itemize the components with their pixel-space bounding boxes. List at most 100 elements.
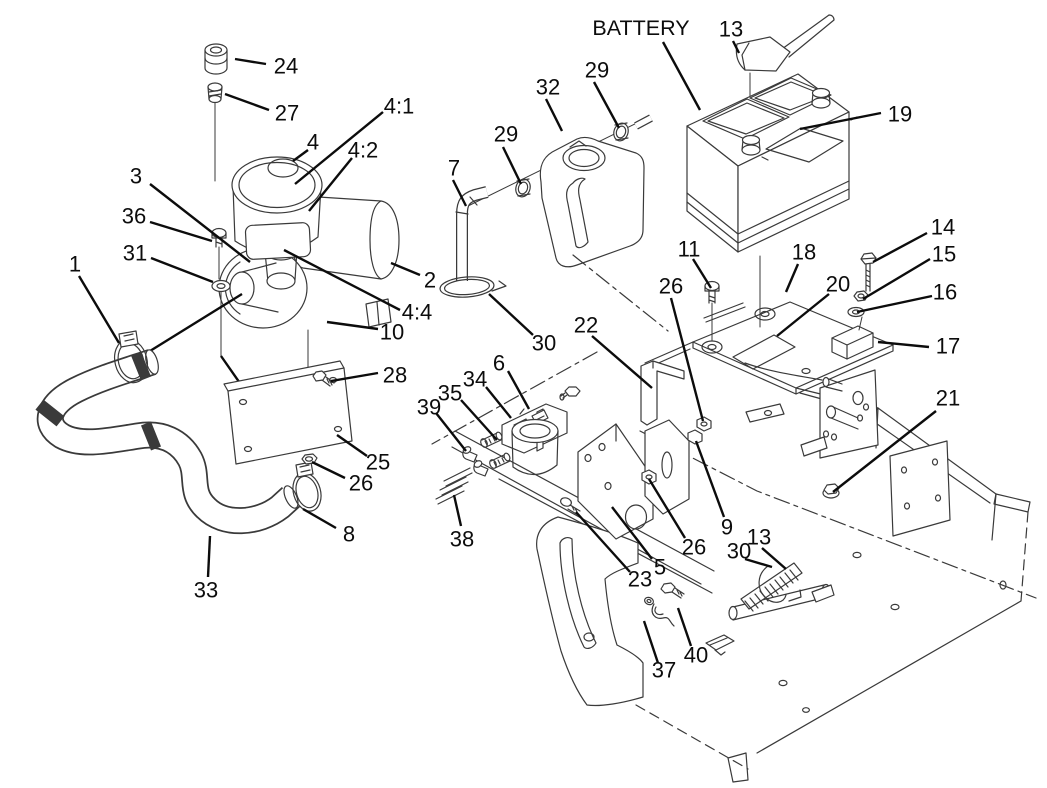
tall-bracket-9 [644,416,712,515]
callout-label-21: 21 [936,386,960,411]
leader-line-34 [485,386,512,419]
callout-label-1: 1 [69,252,81,277]
leader-line-16 [856,294,933,314]
callout-label-4:1: 4:1 [384,94,415,119]
callout-label-4: 4 [307,130,319,155]
inner-plate [889,440,951,537]
pin-bracket [744,362,879,459]
callout-label-37: 37 [652,658,676,683]
hose-barb-fittings-35 [480,431,511,469]
callout-label-8: 8 [343,522,355,547]
battery-tray-18 [692,255,894,395]
leader-line-27 [224,92,270,112]
callout-label-14: 14 [931,215,955,240]
callout-label-19: 19 [888,102,912,127]
flange-nut-21 [822,483,840,499]
leader-line-20 [776,293,830,337]
floor-pan-bracket [536,516,644,707]
leader-line-4:1 [294,111,384,185]
leader-line-25 [336,434,368,457]
leader-line-9 [694,440,726,518]
fuel-pump-6 [431,351,598,476]
leader-line-31 [150,256,214,284]
leader-line-11 [691,258,713,289]
battery-label-area [765,127,844,163]
hose-clamp-29-right [613,122,629,142]
spring-13-clip-30 [728,562,835,621]
callout-label-27: 27 [275,101,299,126]
callout-label-9: 9 [721,515,733,540]
nut-26-mid [641,469,657,485]
callout-label-4:4: 4:4 [402,300,433,325]
callout-label-39: 39 [417,395,441,420]
leader-line-24 [234,57,267,66]
callout-label-40: 40 [684,643,708,668]
battery-cable-13 [735,14,835,128]
hose-33 [35,349,301,535]
leader-line-19 [799,111,882,131]
callout-label-5: 5 [654,555,666,580]
callout-label-26: 26 [682,535,706,560]
callout-label-10: 10 [380,320,404,345]
leader-line-3 [149,183,251,263]
leader-line-26 [669,297,705,422]
leader-line-37 [642,620,660,664]
leader-line-2 [390,261,421,277]
leader-line-26 [647,478,687,539]
washer-and-rod-37 [644,596,675,627]
callout-label-15: 15 [932,242,956,267]
callout-label-6: 6 [493,351,505,376]
leader-line-23 [575,511,631,573]
callout-label-26: 26 [659,274,683,299]
callout-label-17: 17 [936,334,960,359]
hold-down-17 [831,325,874,360]
hose-stub [634,114,653,130]
blower-housing-3 [218,247,308,329]
fuel-tank-32 [539,136,669,332]
cap-bushing-24 [204,43,228,75]
leader-line-38 [452,494,463,527]
callout-label-36: 36 [122,204,146,229]
callout-label-20: 20 [826,272,850,297]
fitting-27 [207,82,223,182]
leader-line-40 [676,607,693,647]
leader-line-10 [326,320,379,331]
leader-line-17 [877,340,930,349]
leader-line-6 [506,370,531,410]
angle-bracket-22 [640,360,685,426]
hose-clamp-1 [113,330,149,384]
leader-line-4:4 [283,248,401,312]
leader-line-35 [460,399,498,441]
leader-line-15 [862,257,931,301]
leader-line-29 [501,146,523,185]
leader-line-30 [488,293,534,336]
callout-label-29: 29 [494,122,518,147]
leader-line-7 [451,179,468,207]
callout-label-22: 22 [574,313,598,338]
tray-decal-20 [732,334,796,370]
callout-label-25: 25 [366,450,390,475]
elbow-fittings-39 [462,446,489,477]
leader-line-1 [77,275,121,344]
callout-label-26: 26 [349,471,373,496]
leader-line-30 [744,557,773,569]
callout-label-18: 18 [792,240,816,265]
leader-line-32 [544,98,564,132]
hose-clamp-8 [292,461,322,512]
leader-line-13 [731,40,741,54]
callout-label-34: 34 [463,367,487,392]
callout-label-32: 32 [536,75,560,100]
tube-segments-38 [435,467,473,505]
vent-tube-7 [439,186,507,298]
leader-line-4 [292,149,309,162]
leader-line-28 [330,371,379,383]
callout-label-7: 7 [448,156,460,181]
leader-line-36 [149,220,213,243]
battery-19 [686,73,858,253]
leader-line-14 [872,231,928,264]
support-plate-5 [577,423,654,540]
callout-label-23: 23 [628,567,652,592]
hose-clamp-29-left [515,178,531,198]
